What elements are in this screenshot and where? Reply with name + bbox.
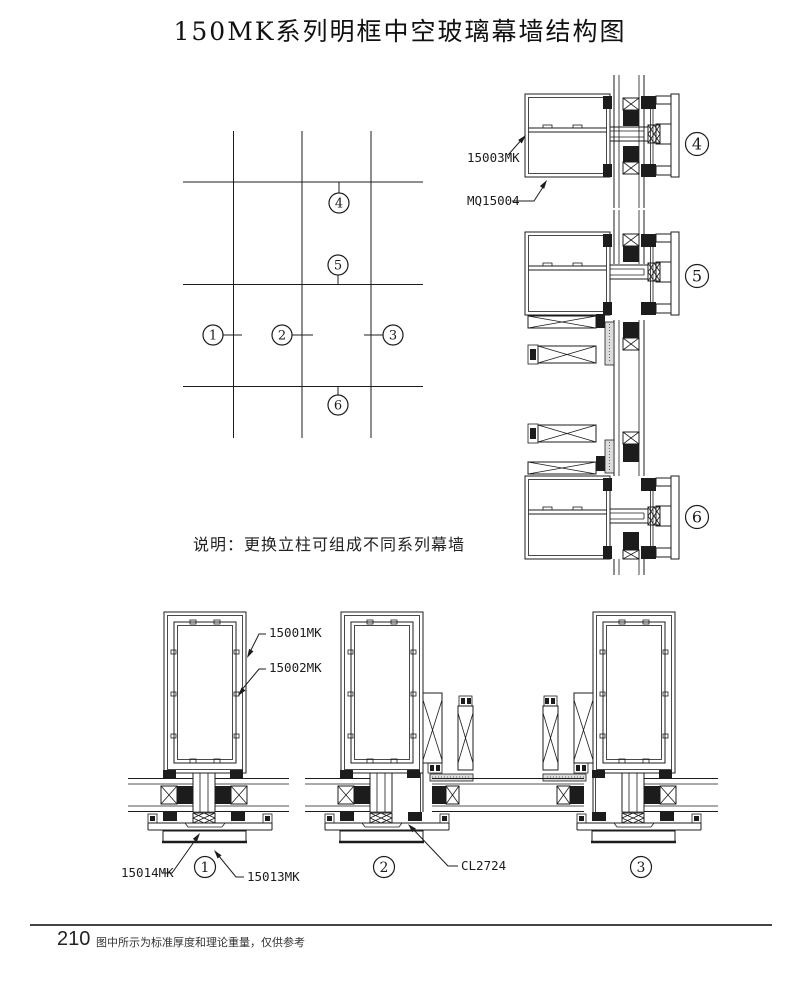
page-number: 210 xyxy=(57,928,91,950)
grid-callout-3-number: 3 xyxy=(389,329,397,344)
grid-callout-2-number: 2 xyxy=(278,329,286,344)
part-label-15001mk: 15001MK xyxy=(269,625,322,640)
part-label-15014mk: 15014MK xyxy=(121,865,174,880)
part-label-15003mk: 15003MK xyxy=(467,150,520,165)
grid-callout-5-number: 5 xyxy=(334,259,342,274)
leader-15003mk: 15003MK xyxy=(467,135,526,165)
detail-section-4: 4 15003MK MQ15004 xyxy=(467,93,710,208)
section-callout-6-number: 6 xyxy=(692,508,702,527)
grid-layout-diagram: 4 5 1 2 3 6 xyxy=(183,131,423,438)
section-callout-3: 3 xyxy=(629,855,653,879)
section-callout-4-number: 4 xyxy=(692,135,702,154)
grid-callout-4-number: 4 xyxy=(335,197,343,212)
section-callout-3-number: 3 xyxy=(637,860,646,876)
section-callout-5: 5 xyxy=(684,263,710,289)
footer-divider xyxy=(30,924,772,926)
leader-15014mk: 15014MK xyxy=(121,833,200,880)
section-callout-2-number: 2 xyxy=(380,860,389,876)
grid-callout-6: 6 xyxy=(327,394,349,416)
section-callout-2: 2 xyxy=(372,855,396,879)
leader-mq15004: MQ15004 xyxy=(467,180,547,208)
leader-15013mk: 15013MK xyxy=(214,850,300,884)
detail-section-1: 1 15001MK 15002MK 15014MK 15013MK xyxy=(121,611,322,884)
detail-section-2: 2 CL2724 xyxy=(304,611,509,879)
grid-callout-6-number: 6 xyxy=(334,399,342,414)
leader-15001mk: 15001MK xyxy=(247,625,322,658)
grid-callout-4: 4 xyxy=(328,192,350,214)
footer-disclaimer: 图中所示为标准厚度和理论重量，仅供参考 xyxy=(96,937,305,949)
leader-15002mk: 15002MK xyxy=(238,660,322,696)
note-text: 说明：更换立柱可组成不同系列幕墙 xyxy=(193,535,466,554)
grid-callout-1-number: 1 xyxy=(209,329,217,344)
section-callout-6: 6 xyxy=(684,504,710,530)
section-callout-4: 4 xyxy=(684,131,710,157)
detail-section-6: 6 xyxy=(524,423,710,560)
part-label-cl2724: CL2724 xyxy=(461,858,506,873)
part-label-15002mk: 15002MK xyxy=(269,660,322,675)
grid-callout-3: 3 xyxy=(382,324,404,346)
page-title: 150MK系列明框中空玻璃幕墙结构图 xyxy=(173,17,627,46)
part-label-15013mk: 15013MK xyxy=(247,869,300,884)
grid-callout-1: 1 xyxy=(202,324,224,346)
detail-section-5: 5 xyxy=(524,231,710,366)
part-label-mq15004: MQ15004 xyxy=(467,193,520,208)
detail-section-3: 3 xyxy=(507,611,719,879)
section-callout-1-number: 1 xyxy=(201,860,210,876)
leader-cl2724: CL2724 xyxy=(408,824,506,873)
grid-callout-5: 5 xyxy=(327,254,349,276)
grid-callout-2: 2 xyxy=(271,324,293,346)
section-callout-1: 1 xyxy=(193,855,217,879)
section-callout-5-number: 5 xyxy=(692,267,702,286)
